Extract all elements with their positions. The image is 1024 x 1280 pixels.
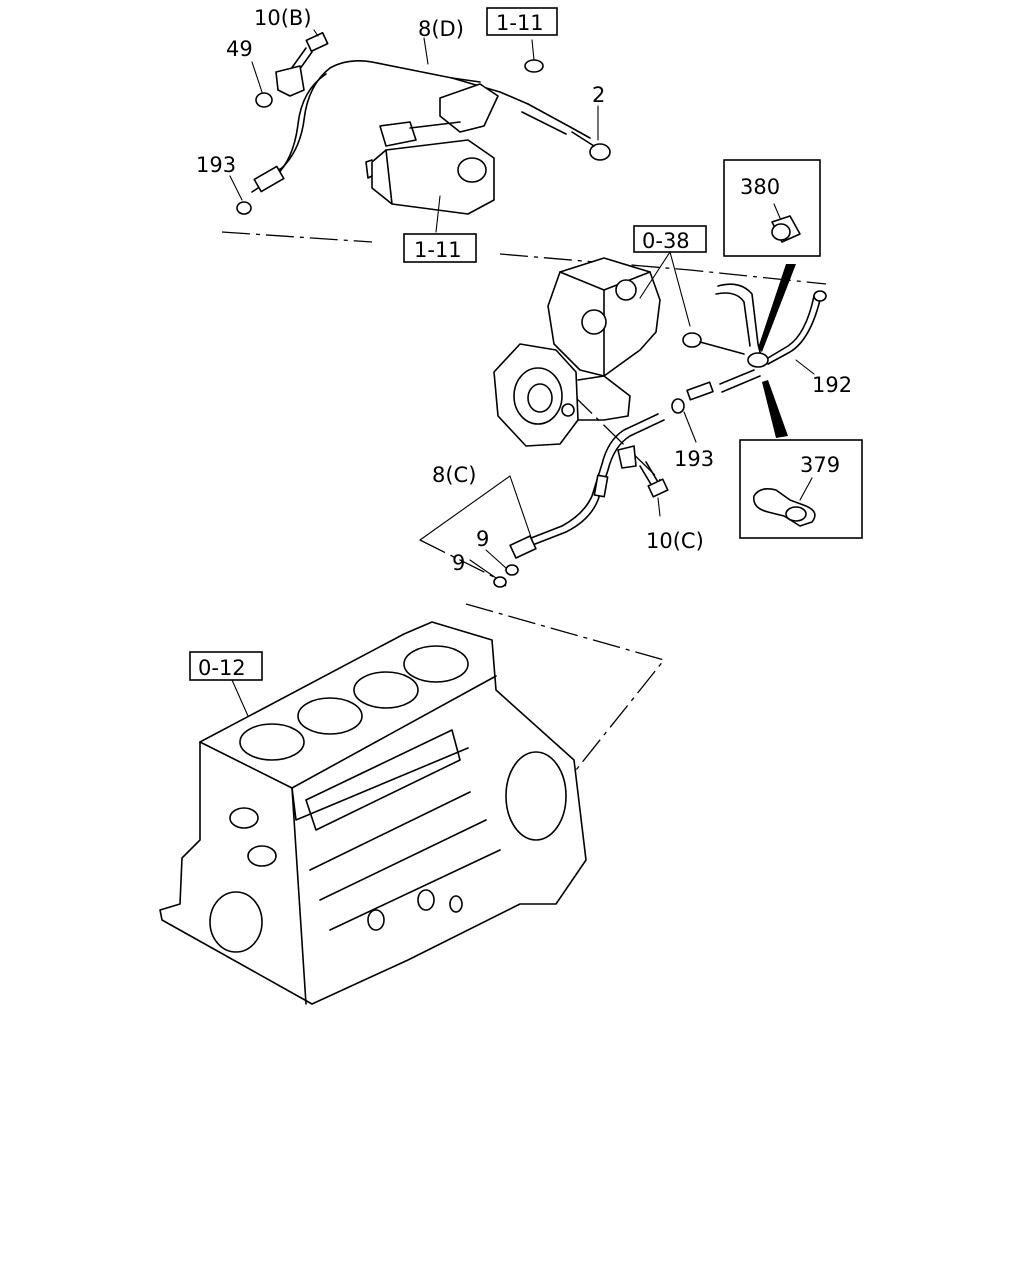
ref-1-11-mid: 1-11: [414, 238, 462, 262]
callout-10c: 10(C): [646, 529, 704, 553]
callout-49: 49: [226, 37, 253, 61]
ref-0-12: 0-12: [198, 656, 246, 680]
callout-380: 380: [740, 175, 780, 199]
upper-leaders: [229, 29, 599, 233]
middle-leaders: [231, 251, 815, 717]
callout-2: 2: [592, 83, 605, 107]
callout-9-upper: 9: [476, 527, 489, 551]
reference-boxes: 1-11 1-11 0-38 0-12: [189, 7, 707, 681]
inset-380: [723, 159, 821, 257]
ref-0-38: 0-38: [642, 229, 690, 253]
air-compressor: [493, 257, 745, 447]
callout-8d: 8(D): [418, 17, 464, 41]
callout-379: 379: [800, 453, 840, 477]
engine-block: [159, 621, 587, 1005]
pipe-8c-assembly: [493, 413, 669, 588]
callout-9-lower: 9: [452, 551, 465, 575]
callout-10b: 10(B): [254, 6, 312, 30]
pipe-192-assembly: [671, 264, 827, 438]
callout-193-top: 193: [196, 153, 236, 177]
upper-pipe-assembly: [236, 31, 611, 215]
inset-379: [739, 439, 863, 539]
ref-1-11-top: 1-11: [496, 11, 544, 35]
callout-192: 192: [812, 373, 852, 397]
callout-labels: 10(B) 49 8(D) 2 193 380 192 193 379 8(C)…: [196, 6, 852, 575]
callout-193-mid: 193: [674, 447, 714, 471]
callout-8c: 8(C): [432, 463, 476, 487]
